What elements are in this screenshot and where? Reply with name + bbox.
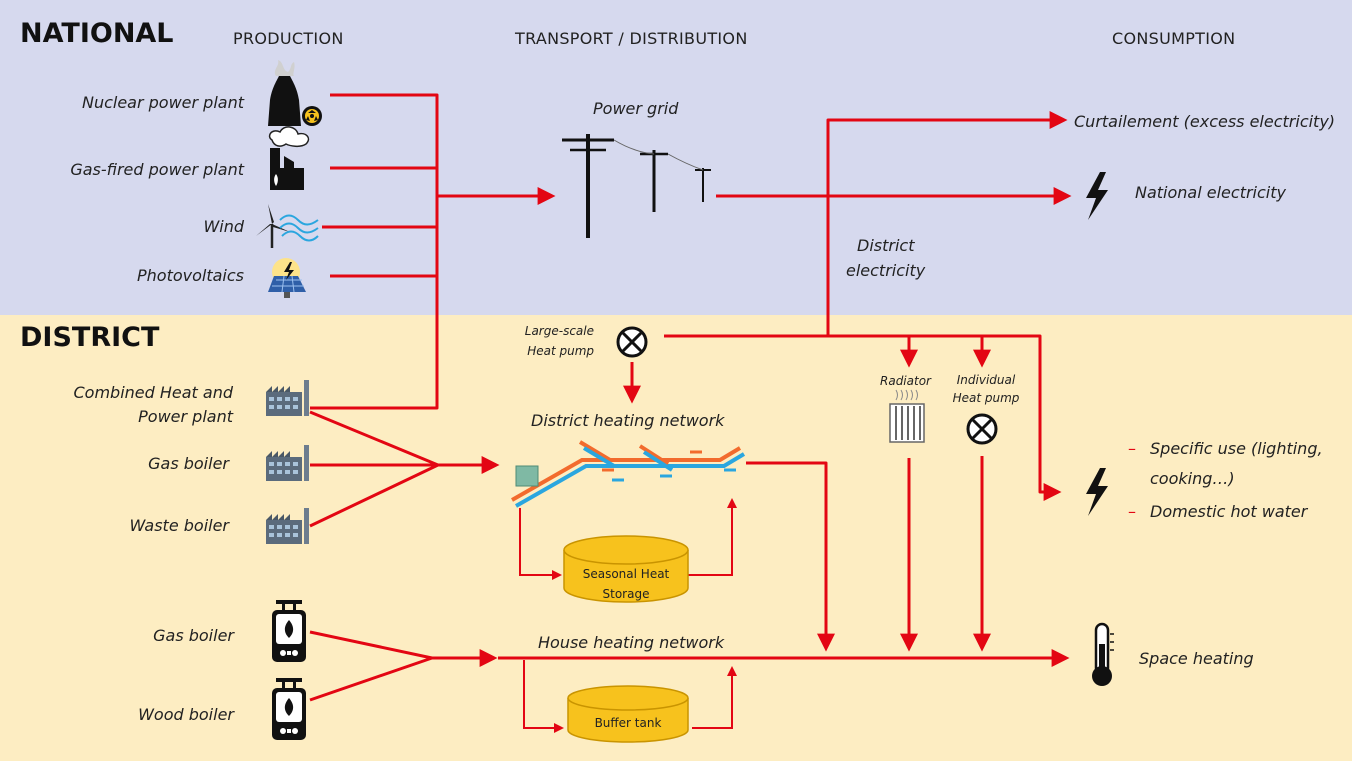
label-chp-line1: Combined Heat and	[73, 383, 233, 402]
label-large-heat-pump-line1: Large-scale	[525, 324, 594, 338]
label-national-electricity: National electricity	[1135, 183, 1287, 202]
label-house-gas-boiler: Gas boiler	[153, 626, 235, 645]
column-header-production: PRODUCTION	[233, 29, 344, 48]
label-individual-heat-pump-line1: Individual	[957, 373, 1016, 387]
buffer-tank	[567, 685, 689, 743]
zone-title-district: DISTRICT	[20, 322, 160, 353]
flow-to-curtailment	[826, 111, 1068, 336]
heat-pump-icon	[616, 326, 648, 358]
flow-national-collector	[310, 93, 439, 410]
label-large-heat-pump-line2: Heat pump	[527, 344, 594, 358]
nuclear-plant-icon	[268, 60, 322, 126]
label-gas-fired-power-plant: Gas-fired power plant	[70, 160, 244, 179]
gas-plant-icon	[268, 126, 310, 190]
label-individual-heat-pump-line2: Heat pump	[953, 391, 1020, 405]
label-power-grid: Power grid	[593, 99, 679, 118]
solar-panel-icon	[268, 258, 306, 298]
flow-house-gas-boiler	[309, 630, 433, 660]
flow-dhn-to-house	[746, 461, 835, 652]
label-district-heating-network: District heating network	[531, 411, 725, 430]
national-zone	[0, 0, 1352, 315]
label-specific-use-line1: Specific use (lighting,	[1150, 439, 1323, 458]
label-district-electricity-line2: electricity	[846, 261, 926, 280]
label-district-electricity-line1: District	[857, 236, 915, 255]
seasonal-heat-storage-tank	[563, 535, 689, 603]
flow-district-electricity	[664, 334, 1062, 501]
thermometer-icon	[1092, 622, 1114, 686]
label-house-heating-network: House heating network	[538, 633, 725, 652]
label-district-gas-boiler: Gas boiler	[148, 454, 230, 473]
flow-waste-boiler-heat	[309, 463, 439, 528]
district-zone	[0, 315, 1352, 761]
column-header-consumption: CONSUMPTION	[1112, 29, 1235, 48]
district-heating-pipes-icon	[511, 440, 746, 508]
radiator-icon	[889, 389, 925, 443]
label-domestic-hot-water: Domestic hot water	[1150, 502, 1309, 521]
flow-dhn-to-storage	[519, 508, 562, 580]
wind-turbine-icon	[256, 204, 319, 248]
column-header-transport: TRANSPORT / DISTRIBUTION	[514, 29, 748, 48]
flow-house-to-buffer	[523, 660, 564, 733]
label-nuclear-power-plant: Nuclear power plant	[82, 93, 245, 112]
label-specific-use-line2: cooking…)	[1150, 469, 1235, 488]
label-seasonal-storage-line1: Seasonal Heat	[583, 567, 670, 581]
flow-storage-to-dhn	[688, 498, 737, 576]
flow-chp-heat	[309, 410, 439, 467]
bullet-dash: –	[1128, 439, 1136, 458]
label-buffer-tank: Buffer tank	[595, 716, 662, 730]
label-radiator: Radiator	[880, 374, 932, 388]
power-pylon-icon	[562, 134, 711, 238]
heat-pump-icon	[966, 413, 998, 445]
label-waste-boiler: Waste boiler	[129, 516, 230, 535]
label-seasonal-storage-line2: Storage	[603, 587, 650, 601]
zone-title-national: NATIONAL	[20, 18, 174, 49]
label-wind: Wind	[203, 217, 244, 236]
label-space-heating: Space heating	[1139, 649, 1254, 668]
label-wood-boiler: Wood boiler	[138, 705, 235, 724]
label-photovoltaics: Photovoltaics	[137, 266, 244, 285]
bullet-dash: –	[1128, 502, 1136, 521]
flow-wood-boiler	[309, 656, 433, 702]
flow-buffer-to-house	[692, 666, 737, 729]
label-chp-line2: Power plant	[138, 407, 234, 426]
label-curtailment: Curtailement (excess electricity)	[1074, 112, 1335, 131]
